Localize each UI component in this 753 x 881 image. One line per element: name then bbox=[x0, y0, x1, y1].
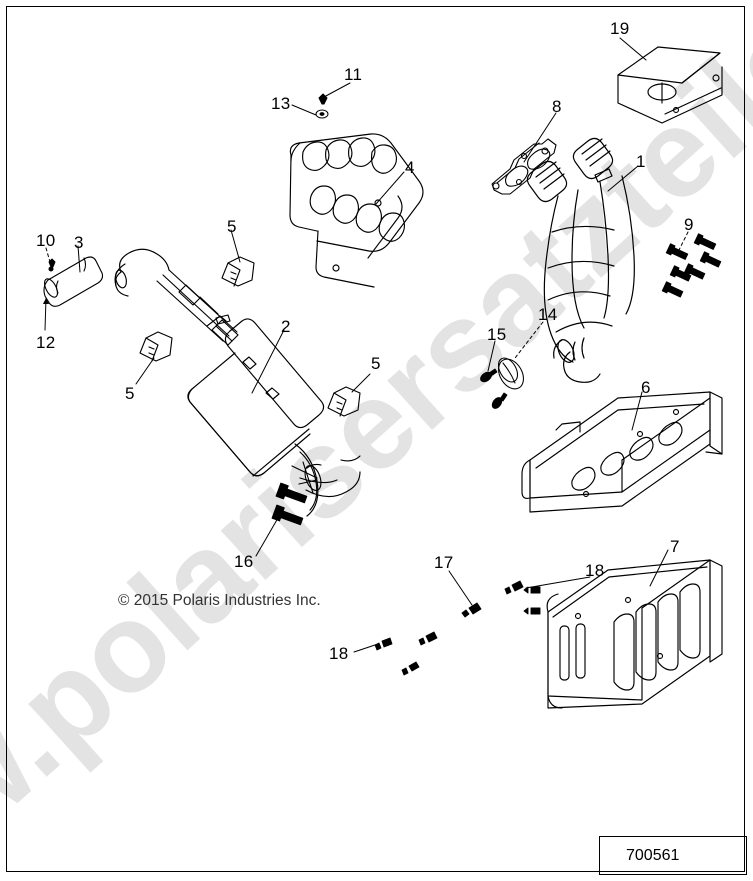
callout-18a: 18 bbox=[585, 561, 605, 580]
callout-19: 19 bbox=[610, 19, 630, 38]
diagram-border bbox=[6, 6, 745, 872]
callout-14: 14 bbox=[538, 305, 558, 324]
callout-12: 12 bbox=[36, 333, 56, 352]
callout-9: 9 bbox=[684, 215, 694, 234]
callout-6: 6 bbox=[641, 378, 651, 397]
callout-4: 4 bbox=[405, 158, 415, 177]
callout-15: 15 bbox=[487, 325, 507, 344]
callout-16: 16 bbox=[234, 552, 254, 571]
callout-1: 1 bbox=[636, 152, 646, 171]
callout-11: 11 bbox=[344, 65, 363, 84]
callout-7: 7 bbox=[670, 537, 680, 556]
part-number: 700561 bbox=[626, 847, 680, 864]
callout-5c: 5 bbox=[371, 354, 381, 373]
callout-2: 2 bbox=[281, 317, 291, 336]
callout-8: 8 bbox=[552, 97, 562, 116]
callout-3: 3 bbox=[74, 233, 84, 252]
callout-18b: 18 bbox=[329, 644, 349, 663]
copyright-notice: © 2015 Polaris Industries Inc. bbox=[118, 592, 321, 609]
part-number-box: 700561 bbox=[599, 836, 747, 875]
callout-5b: 5 bbox=[125, 384, 135, 403]
callout-5a: 5 bbox=[227, 217, 237, 236]
callout-13: 13 bbox=[271, 94, 291, 113]
callout-17: 17 bbox=[434, 553, 454, 572]
callout-10: 10 bbox=[36, 231, 56, 250]
